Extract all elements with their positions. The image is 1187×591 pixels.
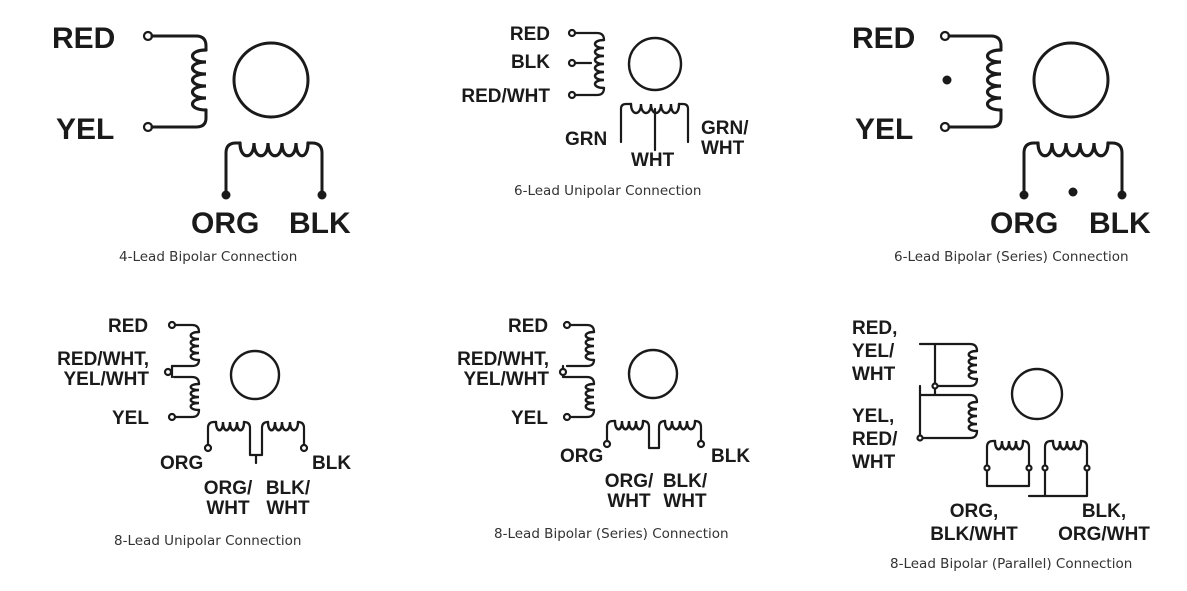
- lead-label-red-wht-yel-wht: RED/WHT, YEL/WHT: [57, 349, 149, 390]
- rotor-icon: [627, 36, 683, 92]
- diagram-6-lead-unipolar: RED BLK RED/WHT GRN WHT GRN/ WHT 6-Lead …: [395, 0, 795, 290]
- lead-label-red-wht-yel-wht: RED/WHT, YEL/WHT: [457, 349, 549, 390]
- lead-label-blk: BLK: [289, 207, 351, 240]
- rotor-icon: [229, 349, 281, 401]
- lead-label-blk-wht: BLK/ WHT: [265, 478, 311, 519]
- vertical-winding: [939, 30, 1003, 133]
- lower-vertical-winding: [558, 364, 596, 422]
- diagram-caption: 4-Lead Bipolar Connection: [119, 249, 298, 265]
- diagram-8-lead-unipolar: RED RED/WHT, YEL/WHT YEL ORG BLK ORG/ WH…: [0, 300, 395, 591]
- vertical-winding: [142, 30, 208, 133]
- diagram-6-lead-bipolar-series: RED YEL ORG BLK 6-Lead Bipolar (Series) …: [795, 0, 1187, 290]
- lead-label-yel: YEL: [112, 408, 149, 429]
- lead-label-blk: BLK: [510, 52, 550, 73]
- diagram-caption: 8-Lead Unipolar Connection: [114, 533, 302, 549]
- lead-label-org: ORG: [160, 453, 204, 474]
- horizontal-winding: [1019, 141, 1127, 200]
- upper-vertical-winding: [562, 320, 596, 368]
- diagram-8-lead-bipolar-series: RED RED/WHT, YEL/WHT YEL ORG BLK ORG/ WH…: [395, 300, 795, 591]
- lower-vertical-winding: [163, 364, 201, 422]
- diagram-4-lead-bipolar: RED YEL ORG BLK 4-Lead Bipolar Connectio…: [0, 0, 395, 290]
- rotor-icon: [232, 41, 310, 119]
- horizontal-windings: [203, 420, 309, 465]
- horizontal-windings: [602, 419, 706, 450]
- rotor-icon: [1010, 367, 1064, 421]
- rotor-icon: [1032, 41, 1110, 119]
- lead-label-org-wht: ORG/ WHT: [604, 471, 654, 512]
- lead-label-blk: BLK: [312, 453, 352, 474]
- wiring-schematic: [939, 30, 1127, 200]
- lead-label-red-wht: RED/WHT: [461, 86, 550, 107]
- diagram-8-lead-bipolar-parallel: RED, YEL/ WHT YEL, RED/ WHT ORG, BLK/WHT…: [795, 300, 1187, 591]
- lead-label-yel: YEL: [56, 113, 115, 146]
- lead-label-grn-wht: GRN/ WHT: [701, 118, 749, 159]
- lead-label-blk: BLK: [1089, 207, 1151, 240]
- horizontal-winding: [619, 102, 690, 152]
- lead-label-yel-red-wht: YEL, RED/ WHT: [852, 406, 898, 474]
- diagram-caption: 8-Lead Bipolar (Parallel) Connection: [890, 556, 1133, 572]
- lead-label-red: RED: [509, 24, 550, 45]
- wiring-schematic: [163, 320, 309, 465]
- lead-label-grn: GRN: [565, 129, 608, 150]
- horizontal-winding: [221, 141, 327, 200]
- wiring-schematic: [142, 30, 327, 200]
- lead-label-org: ORG: [560, 446, 604, 467]
- wiring-schematic: [916, 342, 1091, 498]
- lead-label-red: RED: [852, 22, 916, 55]
- lead-label-blk: BLK: [711, 446, 751, 467]
- lead-label-yel: YEL: [511, 408, 548, 429]
- wiring-schematic: [567, 28, 690, 152]
- lead-label-red: RED: [108, 316, 149, 337]
- lead-label-blk-wht: BLK/ WHT: [662, 471, 708, 512]
- rotor-icon: [627, 348, 679, 400]
- horizontal-windings: [983, 439, 1091, 498]
- upper-vertical-winding: [167, 320, 201, 368]
- lead-label-wht: WHT: [631, 150, 675, 171]
- vertical-winding: [567, 28, 606, 100]
- lead-label-red-yel-wht: RED, YEL/ WHT: [852, 318, 898, 386]
- lead-label-org: ORG: [990, 207, 1059, 240]
- wiring-schematic: [558, 320, 706, 450]
- diagram-caption: 6-Lead Bipolar (Series) Connection: [894, 249, 1129, 265]
- lead-label-red: RED: [508, 316, 549, 337]
- vertical-windings: [916, 342, 979, 442]
- diagram-caption: 6-Lead Unipolar Connection: [514, 183, 702, 199]
- diagram-caption: 8-Lead Bipolar (Series) Connection: [494, 526, 729, 542]
- lead-label-org-blk-wht: ORG, BLK/WHT: [930, 501, 1018, 545]
- lead-label-yel: YEL: [855, 113, 914, 146]
- lead-label-org: ORG: [191, 207, 260, 240]
- lead-label-red: RED: [52, 22, 116, 55]
- lead-label-org-wht: ORG/ WHT: [203, 478, 253, 519]
- lead-label-blk-org-wht: BLK, ORG/WHT: [1058, 501, 1150, 545]
